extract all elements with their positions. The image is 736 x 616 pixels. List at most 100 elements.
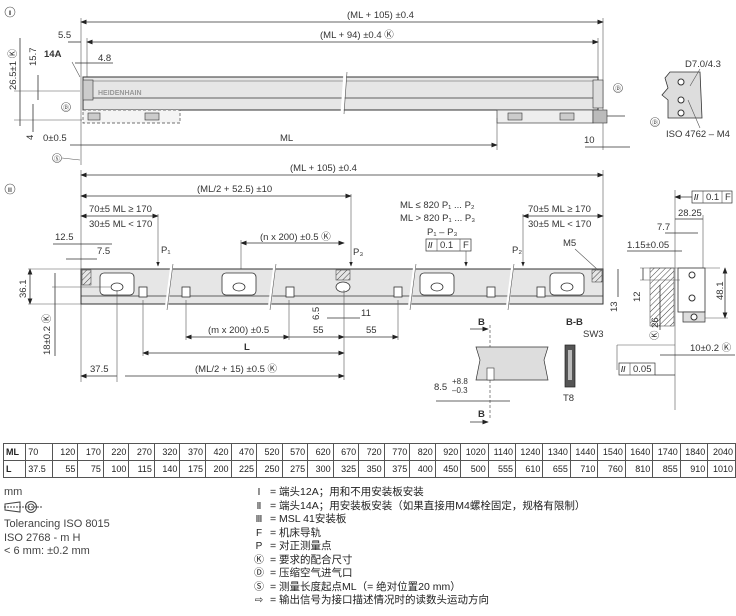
- legend-symbol: Ⅰ: [257, 487, 261, 498]
- dim-13: 13: [609, 301, 620, 312]
- table-cell: 2040: [707, 443, 736, 461]
- tolerancing-note: Tolerancing ISO 8015: [4, 518, 110, 530]
- m5-label: M5: [563, 238, 576, 249]
- legend-symbol: ⇨: [254, 595, 264, 606]
- dim-26: Ⓚ 26: [650, 317, 661, 340]
- svg-text:F: F: [725, 192, 731, 203]
- table-cell: 55: [51, 460, 79, 478]
- legend-item: F= 机床导轨: [252, 527, 585, 541]
- detail-marker-d: Ⓓ: [652, 119, 658, 127]
- legend-symbol: F: [255, 527, 263, 539]
- dim-0-0-5: 0±0.5: [43, 133, 67, 144]
- table-cell: 1020: [460, 443, 489, 461]
- right-30: 30±5 ML < 170: [528, 219, 591, 230]
- table-cell: 220: [102, 443, 130, 461]
- table-cell: 655: [542, 460, 571, 478]
- marker-d-left: Ⓓ: [63, 104, 69, 112]
- table-cell: 620: [307, 443, 334, 461]
- legend-symbol: Ⓢ: [254, 581, 264, 593]
- dim-7-5: 7.5: [97, 246, 110, 257]
- section-b-top: B: [478, 317, 485, 328]
- table-cell: 1340: [542, 443, 571, 461]
- dim-15-7: 15.7: [28, 48, 39, 67]
- table-cell: 710: [569, 460, 599, 478]
- table-cell: 1440: [569, 443, 599, 461]
- dim-half: (ML/2 + 52.5) ±10: [197, 184, 272, 195]
- table-cell: 1640: [624, 443, 654, 461]
- tolerance-box-bottom: // 0.05: [618, 362, 656, 376]
- table-cell: 200: [204, 460, 232, 478]
- dim-7-7: 7.7: [657, 222, 670, 233]
- dim-11: 11: [361, 308, 371, 319]
- legend-text: = 测量长度起点ML（= 绝对位置20 mm）: [270, 580, 461, 593]
- dim-minus: –0.3: [452, 386, 468, 395]
- legend-text: = 端头12A；用和不用安装板安装: [270, 486, 424, 498]
- legend-item: Ⓚ= 要求的配合尺寸: [252, 554, 585, 568]
- legend-text: = 压缩空气进气口: [270, 567, 353, 579]
- dim-plus: +8.8: [452, 377, 468, 386]
- heidenhain-logo: HEIDENHAIN: [98, 90, 142, 97]
- table-cell: 810: [624, 460, 654, 478]
- dim-overall-top: (ML + 105) ±0.4: [347, 10, 414, 21]
- svg-text://: //: [621, 365, 626, 374]
- small-dim-note: < 6 mm: ±0.2 mm: [4, 545, 90, 557]
- dim-26-5: 26.5±1 Ⓚ: [8, 48, 19, 90]
- table-cell: 910: [679, 460, 709, 478]
- dim-10-0-2: 10±0.2 Ⓚ: [690, 343, 732, 354]
- svg-text:0.1: 0.1: [440, 240, 453, 251]
- table-cell: 375: [383, 460, 411, 478]
- dim-ml: ML: [280, 133, 293, 144]
- section-bb-label: B-B: [566, 317, 583, 328]
- legend-item: Ⓓ= 压缩空气进气口: [252, 567, 585, 581]
- table-cell: 520: [256, 443, 283, 461]
- table-cell: 275: [281, 460, 309, 478]
- table-cell: 75: [77, 460, 104, 478]
- machine-guideway: [649, 267, 675, 327]
- dim-half15: (ML/2 + 15) ±0.5 Ⓚ: [195, 364, 278, 375]
- dim-12-5: 12.5: [55, 232, 74, 243]
- dim-36-1: 36.1: [18, 280, 29, 299]
- p1-label: P₁: [161, 245, 171, 256]
- legend-item: Ⓢ = 测量长度起点ML（= 绝对位置20 mm）: [252, 581, 585, 595]
- table-cell: 350: [358, 460, 385, 478]
- dim-55-b: 55: [366, 325, 377, 336]
- tolerance-box-mount: // 0.1 F: [425, 238, 472, 252]
- unit-label: mm: [4, 486, 23, 498]
- table-cell: 570: [281, 443, 309, 461]
- dim-ml94: (ML + 94) ±0.4 Ⓚ: [320, 30, 394, 41]
- table-cell: 1140: [487, 443, 516, 461]
- dim-1-15: 1.15±0.05: [627, 240, 669, 251]
- svg-text:0.05: 0.05: [633, 364, 652, 375]
- projection-symbol-icon: [4, 500, 42, 513]
- legend-symbol: P: [255, 541, 263, 552]
- table-cell: 1240: [514, 443, 544, 461]
- table-cell: 100: [102, 460, 130, 478]
- table-cell: 300: [307, 460, 334, 478]
- table-cell: 37.5: [25, 460, 53, 478]
- t8-label: T8: [563, 393, 574, 404]
- svg-text:0.1: 0.1: [706, 192, 719, 203]
- table-cell: 820: [409, 443, 436, 461]
- table-cell: 115: [128, 460, 155, 478]
- table-cell: 770: [383, 443, 411, 461]
- legend-text: = 要求的配合尺寸: [270, 553, 353, 566]
- table-cell: 1840: [679, 443, 709, 461]
- legend-text: = 输出信号为接口描述情况时的读数头运动方向: [270, 594, 490, 606]
- table-cell: 70: [25, 443, 53, 461]
- table-cell: 325: [332, 460, 360, 478]
- dim-overall-mount: (ML + 105) ±0.4: [290, 163, 357, 174]
- dim-n200: (n x 200) ±0.5 Ⓚ: [260, 232, 331, 243]
- legend-item: Ⅰ = 端头12A；用和不用安装板安装: [252, 486, 585, 500]
- table-cell: 855: [652, 460, 681, 478]
- table-cell: 250: [256, 460, 283, 478]
- head-type-14a: 14A: [44, 49, 62, 60]
- table-cell: 920: [434, 443, 462, 461]
- left-70: 70±5 ML ≥ 170: [89, 204, 152, 215]
- note-ml820-b: ML > 820 P₁ ... P₃: [400, 213, 475, 224]
- dim-5-5: 5.5: [58, 30, 71, 41]
- table-header-ml: ML: [2, 443, 27, 461]
